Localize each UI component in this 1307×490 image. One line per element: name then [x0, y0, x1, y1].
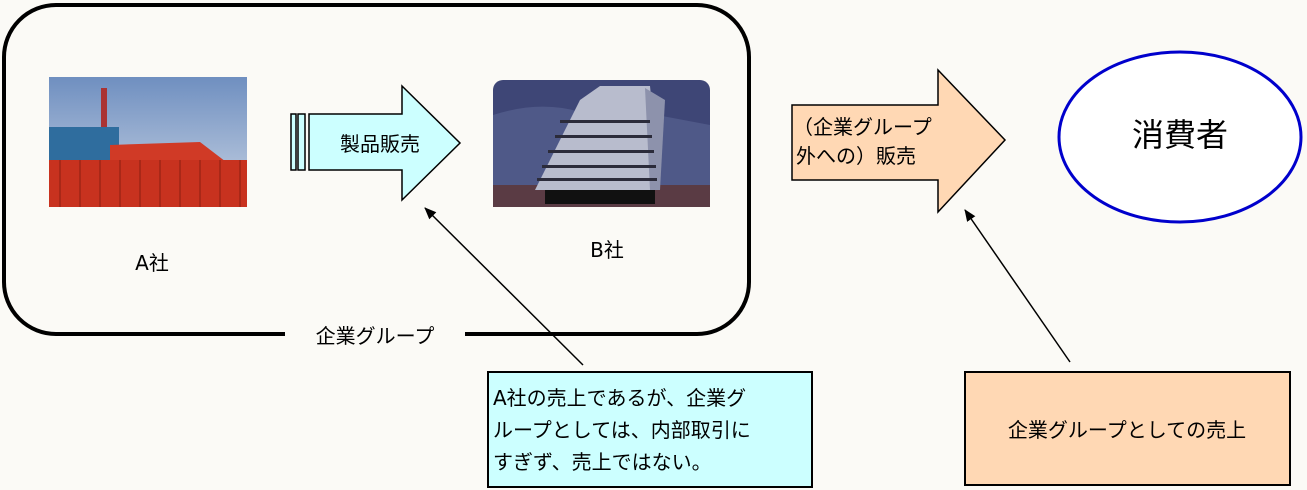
internal-note-line1: A社の売上であるが、企業グ — [493, 386, 746, 410]
external-note-box — [964, 371, 1291, 486]
internal-note-line3: すぎず、売上ではない。 — [493, 450, 712, 474]
internal-sales-arrow — [290, 84, 462, 202]
external-note-label: 企業グループとしての売上 — [1008, 418, 1246, 442]
external-sales-label-line2: 外への）販売 — [796, 144, 916, 168]
consumer-ellipse — [1057, 50, 1303, 224]
internal-note-pointer-arrow — [424, 207, 584, 366]
corporate-group-label: 企業グループ — [316, 324, 435, 348]
company-a-factory-image — [49, 77, 247, 207]
external-sales-label-line1: （企業グループ — [793, 115, 932, 139]
external-note-pointer-arrow — [964, 209, 1071, 363]
company-b-building-image — [493, 80, 710, 207]
company-a-label: A社 — [135, 251, 169, 275]
consumer-label: 消費者 — [1132, 116, 1228, 154]
internal-note-box — [487, 371, 813, 488]
external-sales-arrow — [791, 68, 1007, 214]
internal-note-line2: ループとしては、内部取引に — [493, 418, 751, 442]
company-b-label: B社 — [590, 238, 624, 262]
internal-sales-label: 製品販売 — [340, 132, 420, 156]
